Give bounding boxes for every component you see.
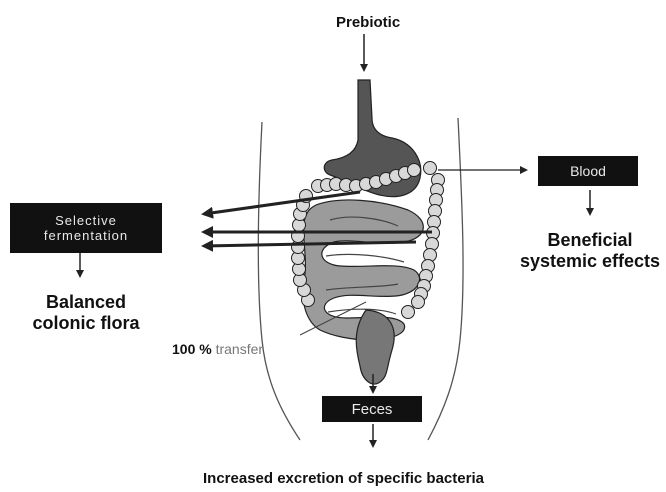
excretion-label: Increased excretion of specific bacteria — [203, 470, 484, 487]
transfer-label: 100 % transfer — [172, 341, 263, 357]
selective-box-line-2: fermentation — [44, 228, 128, 243]
transfer-word: transfer — [216, 341, 263, 357]
balanced-line-1: Balanced — [22, 292, 150, 313]
balanced-line-2: colonic flora — [22, 313, 150, 334]
beneficial-line-2: systemic effects — [512, 251, 666, 272]
prebiotic-label: Prebiotic — [336, 14, 400, 31]
selective-box-line-1: Selective — [55, 213, 117, 228]
blood-box: Blood — [538, 156, 638, 186]
colon-haustrum — [402, 306, 415, 319]
feces-box: Feces — [322, 396, 422, 422]
rectum — [356, 310, 394, 384]
selective-fermentation-box: Selective fermentation — [10, 203, 162, 253]
transfer-percent: 100 % — [172, 341, 212, 357]
colon-haustrum — [412, 296, 425, 309]
beneficial-line-1: Beneficial — [512, 230, 666, 251]
colon-haustrum — [408, 164, 421, 177]
feces-box-label: Feces — [352, 401, 393, 418]
blood-box-label: Blood — [570, 163, 606, 179]
balanced-flora-label: Balanced colonic flora — [22, 292, 150, 333]
colon-haustrum — [424, 162, 437, 175]
beneficial-effects-label: Beneficial systemic effects — [512, 230, 666, 271]
